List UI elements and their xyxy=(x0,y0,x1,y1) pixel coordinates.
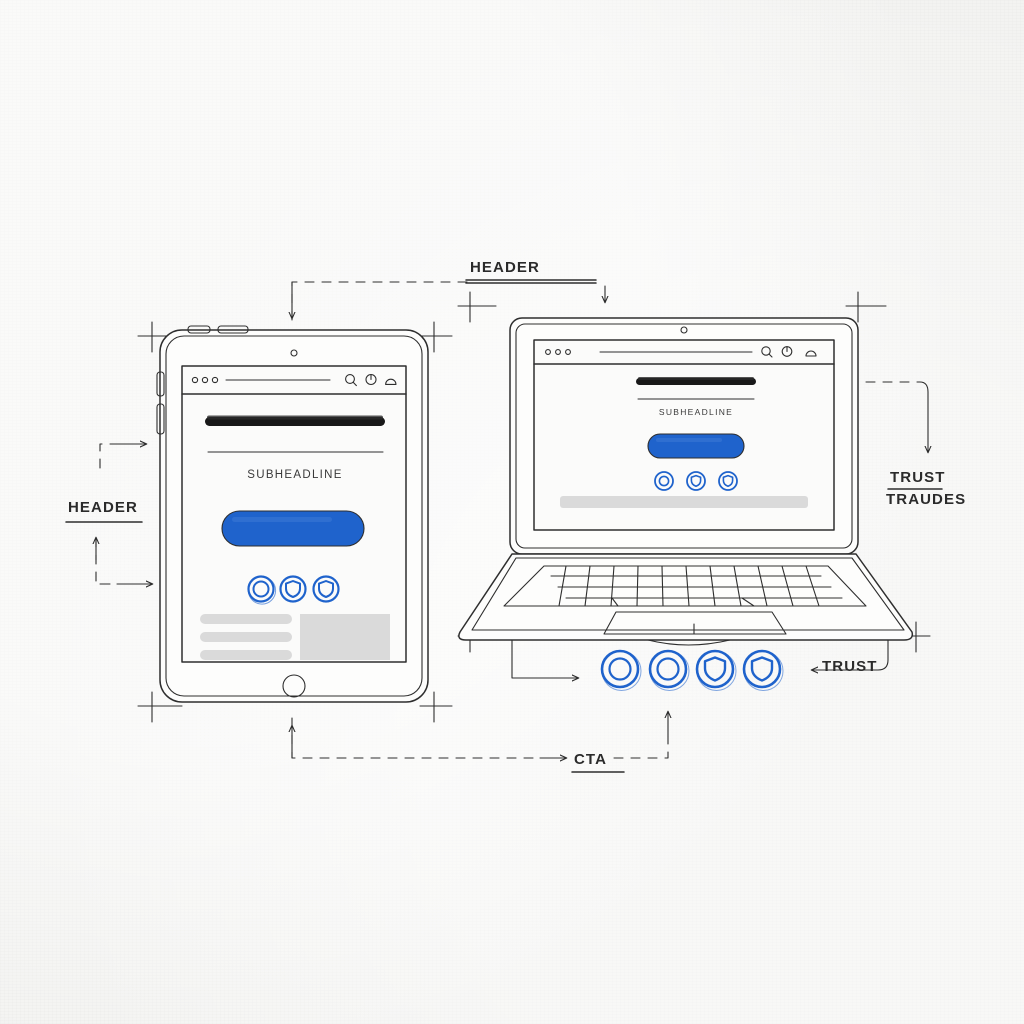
annotation-header-top: HEADER xyxy=(465,259,597,281)
shield-badge-icon[interactable] xyxy=(742,649,784,691)
circle-badge-icon[interactable] xyxy=(648,649,690,691)
header-top-connector xyxy=(292,281,605,321)
search-icon[interactable] xyxy=(345,374,357,387)
annotation-trust-right: TRUST TRAUDES xyxy=(886,469,966,508)
dot-1 xyxy=(545,349,551,355)
tablet-top-button-1[interactable] xyxy=(187,325,211,334)
circle-icon[interactable] xyxy=(365,373,377,386)
laptop-subheadline: SUBHEADLINE xyxy=(659,407,733,417)
tablet-side-button-2[interactable] xyxy=(156,403,165,435)
laptop-base-inner xyxy=(471,557,905,631)
bar-2 xyxy=(200,632,292,642)
shield-badge-icon[interactable] xyxy=(718,471,738,491)
shield-badge-icon[interactable] xyxy=(686,471,706,491)
bar-3 xyxy=(200,650,292,660)
laptop-trust-badges[interactable] xyxy=(654,471,738,491)
tablet-subheadline: SUBHEADLINE xyxy=(247,469,342,481)
image-placeholder xyxy=(300,614,390,660)
search-icon[interactable] xyxy=(761,346,773,358)
annotation-trust-bottom: TRUST xyxy=(822,658,878,675)
shield-badge-icon[interactable] xyxy=(695,649,737,691)
tablet-content-placeholders xyxy=(200,614,390,660)
cloud-icon[interactable] xyxy=(805,350,817,357)
cloud-icon[interactable] xyxy=(385,378,397,385)
svg-text:HEADER: HEADER xyxy=(68,499,138,516)
tablet-browser-chrome[interactable] xyxy=(181,373,407,395)
dot-3 xyxy=(565,349,571,355)
trust-badge-row[interactable] xyxy=(600,649,784,691)
laptop-keyboard[interactable] xyxy=(503,565,867,607)
tablet-trust-badges[interactable] xyxy=(247,575,340,605)
annotation-cta-bottom: CTA xyxy=(571,751,625,773)
laptop-lid-inner xyxy=(515,323,853,549)
trust-bottom-connector xyxy=(812,639,889,670)
tablet-body-inner xyxy=(165,335,423,697)
tablet-device[interactable]: SUBHEADLINE xyxy=(156,325,429,703)
tablet-headline-bar xyxy=(205,415,385,426)
tablet-home-button[interactable] xyxy=(282,674,306,698)
dot-2 xyxy=(555,349,561,355)
shield-badge-icon[interactable] xyxy=(279,575,307,603)
laptop-cta-button[interactable] xyxy=(647,433,745,459)
dot-2 xyxy=(201,376,209,384)
dot-1 xyxy=(191,376,199,384)
tablet-camera-dot xyxy=(290,349,298,357)
bar-1 xyxy=(200,614,292,624)
trust-right-connector xyxy=(865,381,928,452)
cta-bottom-connector xyxy=(292,712,668,758)
laptop-device[interactable]: SUBHEADLINE xyxy=(458,317,914,646)
crop-marks xyxy=(137,291,931,723)
dot-3 xyxy=(211,376,219,384)
circle-badge-icon[interactable] xyxy=(247,575,277,605)
tablet-side-button-1[interactable] xyxy=(156,371,165,397)
laptop-footer-placeholder xyxy=(560,496,808,508)
svg-text:TRAUDES: TRAUDES xyxy=(886,491,966,508)
tablet-top-button-2[interactable] xyxy=(217,325,249,334)
laptop-camera-dot xyxy=(680,326,688,334)
tablet-cta-button[interactable] xyxy=(221,510,365,547)
svg-text:CTA: CTA xyxy=(574,751,607,768)
svg-text:TRUST: TRUST xyxy=(822,658,878,675)
circle-badge-icon[interactable] xyxy=(600,649,642,691)
shield-badge-icon[interactable] xyxy=(312,575,340,603)
laptop-trackpad[interactable] xyxy=(603,611,787,635)
svg-text:HEADER: HEADER xyxy=(470,259,540,276)
circle-badge-icon[interactable] xyxy=(654,471,674,491)
laptop-headline-bar xyxy=(636,377,756,385)
laptop-front-notch xyxy=(647,639,731,646)
annotation-header-left: HEADER xyxy=(65,499,143,523)
badge-row-connector xyxy=(511,639,578,678)
svg-text:TRUST: TRUST xyxy=(890,469,946,486)
laptop-browser-chrome[interactable] xyxy=(533,346,835,365)
header-left-connector xyxy=(96,444,152,584)
circle-icon[interactable] xyxy=(781,346,793,357)
